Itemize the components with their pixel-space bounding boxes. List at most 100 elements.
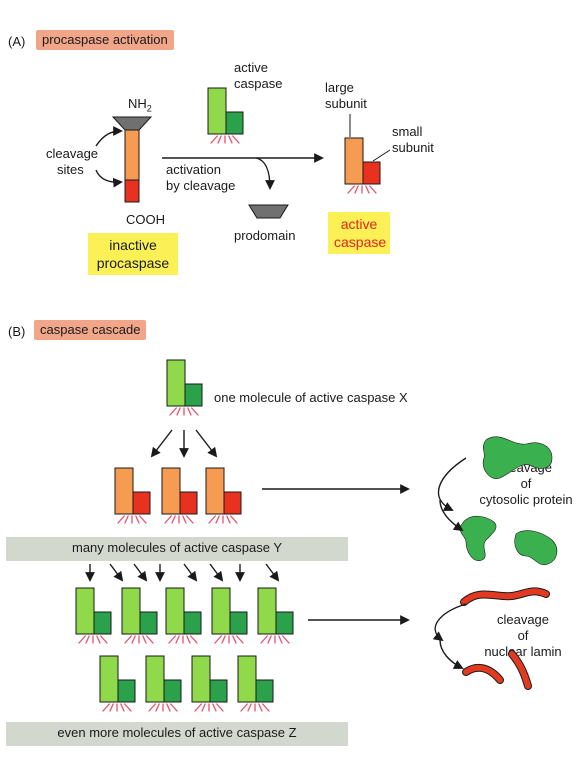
active-caspase-top-line2: caspase bbox=[234, 76, 283, 91]
caspase-z-top-4-activity-ray-3 bbox=[278, 635, 283, 644]
caspase-z-bottom-3-activity-ray-3 bbox=[258, 703, 263, 712]
cytosolic-intact-arc bbox=[437, 457, 467, 511]
caspase-x-activity bbox=[169, 407, 199, 416]
caspase-z-top-4-large-subunit bbox=[257, 587, 277, 635]
nuclear-lamin-fragment-left bbox=[463, 664, 503, 683]
caspase-y-0-activity-ray-0 bbox=[117, 515, 125, 524]
arrow-x-to-y-right bbox=[195, 429, 218, 458]
caspase-z-bottom-0-activity-ray-4 bbox=[124, 703, 132, 712]
active-caspase-result-line1: active bbox=[340, 216, 378, 232]
procaspase-large-subunit bbox=[124, 129, 140, 181]
caspase-y-1 bbox=[161, 467, 198, 515]
caspase-y-2-activity-ray-1 bbox=[215, 515, 220, 524]
catalyst-active-caspase-activity-ray-4 bbox=[232, 135, 240, 144]
caspase-z-top-2-activity-ray-4 bbox=[190, 635, 198, 644]
prodomain-branch-arrow bbox=[255, 157, 275, 190]
nuclear-lamin-fragment-right bbox=[509, 651, 531, 689]
caspase-z-top-1-large-subunit bbox=[121, 587, 141, 635]
caspase-z-top-4-activity-ray-1 bbox=[267, 635, 272, 644]
small-subunit-line1: small bbox=[392, 124, 423, 139]
caspase-z-bottom-0-large-subunit bbox=[99, 655, 119, 703]
active-caspase-result-box: active caspase bbox=[328, 212, 390, 254]
arrow-y-to-z-1 bbox=[109, 563, 124, 582]
caspase-z-top-3-large-subunit bbox=[211, 587, 231, 635]
arrow-y-to-z-4 bbox=[183, 563, 198, 582]
caspase-z-top-0-activity-ray-4 bbox=[100, 635, 108, 644]
caspase-z-top-1-activity-ray-3 bbox=[142, 635, 147, 644]
caspase-y-1-activity-ray-1 bbox=[171, 515, 176, 524]
cleavage-sites-line2: sites bbox=[57, 162, 84, 177]
arrow-x-to-y-left bbox=[150, 429, 173, 458]
caspase-z-bottom-1-activity-ray-0 bbox=[148, 703, 156, 712]
caspase-z-bottom-2-small-subunit bbox=[209, 679, 228, 703]
nh2-text: NH bbox=[128, 96, 147, 111]
caspase-z-bottom-3-large-subunit bbox=[237, 655, 257, 703]
cleavage-site-arrow-bottom bbox=[95, 169, 123, 188]
caspase-z-top-2-activity bbox=[168, 635, 198, 644]
caspase-y-1-activity-ray-4 bbox=[186, 515, 194, 524]
caspase-z-bottom-0 bbox=[99, 655, 136, 703]
result-active-caspase-activity bbox=[347, 185, 377, 194]
caspase-y-0-activity-ray-1 bbox=[124, 515, 129, 524]
large-subunit-line2: subunit bbox=[325, 96, 367, 111]
lamin-label-line2: of bbox=[517, 628, 529, 643]
cytosolic-label-line3: cytosolic protein bbox=[479, 492, 573, 507]
activation-label-line2: by cleavage bbox=[166, 178, 236, 193]
catalyst-active-caspase-small-subunit bbox=[225, 111, 244, 135]
cytosolic-cleaved-arc bbox=[439, 499, 464, 532]
caspase-z-bottom-2-activity-ray-1 bbox=[201, 703, 206, 712]
caspase-y-0 bbox=[114, 467, 151, 515]
result-active-caspase-activity-ray-1 bbox=[354, 185, 359, 194]
caspase-x-activity-ray-0 bbox=[169, 407, 177, 416]
caspase-z-bottom-1-activity-ray-4 bbox=[170, 703, 178, 712]
caspase-z-band: even more molecules of active caspase Z bbox=[6, 722, 348, 746]
caspase-z-top-0-activity-ray-1 bbox=[85, 635, 90, 644]
caspase-z-top-4-activity-ray-0 bbox=[260, 635, 268, 644]
caspase-x-small-subunit bbox=[184, 383, 203, 407]
lamin-cleaved-arc bbox=[439, 639, 464, 669]
caspase-z-bottom-2-activity-ray-0 bbox=[194, 703, 202, 712]
caspase-z-top-2-activity-ray-0 bbox=[168, 635, 176, 644]
cleavage-site-arrow-top bbox=[95, 126, 123, 147]
caspase-z-top-3-activity-ray-0 bbox=[214, 635, 222, 644]
caspase-z-top-2-large-subunit bbox=[165, 587, 185, 635]
caspase-y-0-large-subunit bbox=[114, 467, 134, 515]
caspase-z-top-1-small-subunit bbox=[139, 611, 158, 635]
caspase-y-1-activity bbox=[164, 515, 194, 524]
cytosolic-protein-fragment-left bbox=[459, 515, 497, 561]
result-active-caspase-small-subunit bbox=[362, 161, 381, 185]
caspase-y-0-activity-ray-3 bbox=[135, 515, 140, 524]
caspase-y-band: many molecules of active caspase Y bbox=[6, 537, 348, 561]
catalyst-active-caspase bbox=[207, 87, 244, 135]
nh2-subscript: 2 bbox=[146, 103, 152, 114]
caspase-z-top-3-small-subunit bbox=[229, 611, 248, 635]
caspase-y-2 bbox=[205, 467, 242, 515]
caspase-z-top-3-activity-ray-1 bbox=[221, 635, 226, 644]
inactive-procaspase-line1: inactive bbox=[109, 237, 157, 253]
caspase-z-top-0-small-subunit bbox=[93, 611, 112, 635]
nh2-label: NH2 bbox=[128, 96, 152, 117]
caspase-y-1-activity-ray-0 bbox=[164, 515, 172, 524]
caspase-z-bottom-3-small-subunit bbox=[255, 679, 274, 703]
catalyst-active-caspase-large-subunit bbox=[207, 87, 227, 135]
caspase-z-top-0-activity bbox=[78, 635, 108, 644]
caspase-z-bottom-2 bbox=[191, 655, 228, 703]
lamin-intact-arc bbox=[432, 603, 467, 642]
caspase-z-bottom-3-activity bbox=[240, 703, 270, 712]
caspase-x-activity-ray-1 bbox=[176, 407, 181, 416]
caspase-y-2-activity-ray-3 bbox=[226, 515, 231, 524]
caspase-x-label: one molecule of active caspase X bbox=[214, 390, 408, 405]
caspase-x-large-subunit bbox=[166, 359, 186, 407]
caspase-z-top-2-activity-ray-1 bbox=[175, 635, 180, 644]
catalyst-active-caspase-activity bbox=[210, 135, 240, 144]
lamin-label-line3: nuclear lamin bbox=[484, 644, 562, 659]
caspase-y-1-large-subunit bbox=[161, 467, 181, 515]
lamin-label-line1: cleavage bbox=[496, 612, 550, 627]
caspase-y-1-activity-ray-3 bbox=[182, 515, 187, 524]
caspase-z-top-3-activity-ray-4 bbox=[236, 635, 244, 644]
caspase-z-bottom-2-activity bbox=[194, 703, 224, 712]
caspase-z-bottom-3-activity-ray-0 bbox=[240, 703, 248, 712]
caspase-z-bottom-0-activity-ray-1 bbox=[109, 703, 114, 712]
active-caspase-result-line2: caspase bbox=[334, 234, 387, 250]
caspase-z-bottom-2-activity-ray-3 bbox=[212, 703, 217, 712]
